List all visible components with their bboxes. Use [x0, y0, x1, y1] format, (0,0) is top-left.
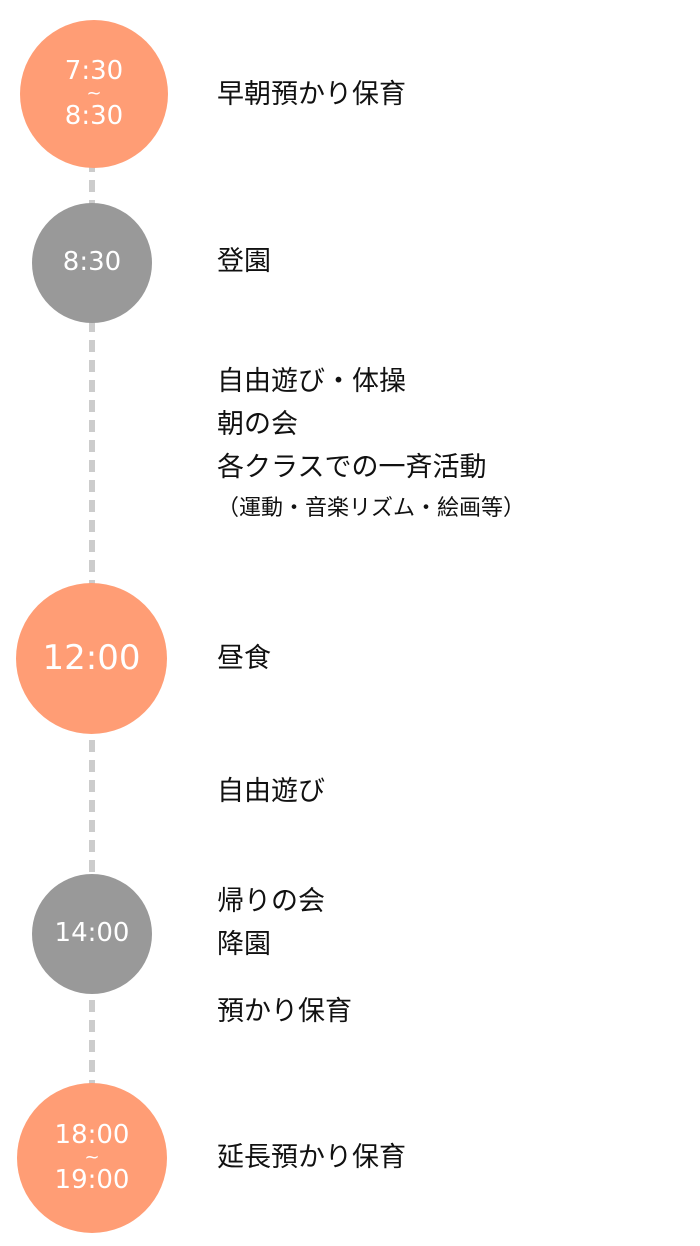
activity-text: 昼食 — [217, 643, 271, 674]
activity-class-activity: 各クラスでの一斉活動 — [217, 452, 487, 483]
time-circle-extended-care: 18:00 ~ 19:00 — [17, 1083, 167, 1233]
activity-class-activity-detail: （運動・音楽リズム・絵画等） — [217, 496, 526, 521]
time-circle-early-care: 7:30 ~ 8:30 — [20, 20, 168, 168]
activity-text: 登園 — [217, 246, 271, 277]
activity-dismissal: 降園 — [217, 929, 271, 960]
activity-lunch: 昼食 — [217, 637, 271, 680]
activity-dismissal-block: 帰りの会 降園 — [217, 880, 325, 966]
time-end: 8:30 — [64, 101, 124, 132]
activity-free-play-exercise: 自由遊び・体操 — [217, 366, 406, 397]
time-label: 14:00 — [54, 918, 130, 949]
activity-text: 自由遊び — [217, 776, 325, 807]
activity-text: 早朝預かり保育 — [217, 79, 406, 110]
time-end: 19:00 — [54, 1165, 130, 1196]
activity-text: 延長預かり保育 — [217, 1142, 406, 1173]
time-label: 12:00 — [42, 638, 141, 679]
activity-text: 預かり保育 — [217, 996, 352, 1027]
activity-morning-meeting: 朝の会 — [217, 409, 298, 440]
activity-arrival: 登園 — [217, 240, 271, 283]
activity-closing-meeting: 帰りの会 — [217, 886, 325, 917]
time-separator: ~ — [86, 82, 102, 104]
time-start: 7:30 — [64, 55, 124, 86]
time-start: 18:00 — [54, 1119, 130, 1150]
time-label: 8:30 — [62, 247, 122, 278]
time-circle-lunch: 12:00 — [16, 583, 167, 734]
time-circle-arrival: 8:30 — [32, 203, 152, 323]
activity-early-care: 早朝預かり保育 — [217, 73, 406, 116]
activity-free-play: 自由遊び — [217, 770, 325, 813]
time-circle-dismissal: 14:00 — [32, 874, 152, 994]
activity-after-care: 預かり保育 — [217, 990, 352, 1033]
time-separator: ~ — [84, 1146, 100, 1168]
activity-morning-block: 自由遊び・体操 朝の会 各クラスでの一斉活動 （運動・音楽リズム・絵画等） — [217, 360, 525, 529]
activity-extended-care: 延長預かり保育 — [217, 1136, 406, 1179]
